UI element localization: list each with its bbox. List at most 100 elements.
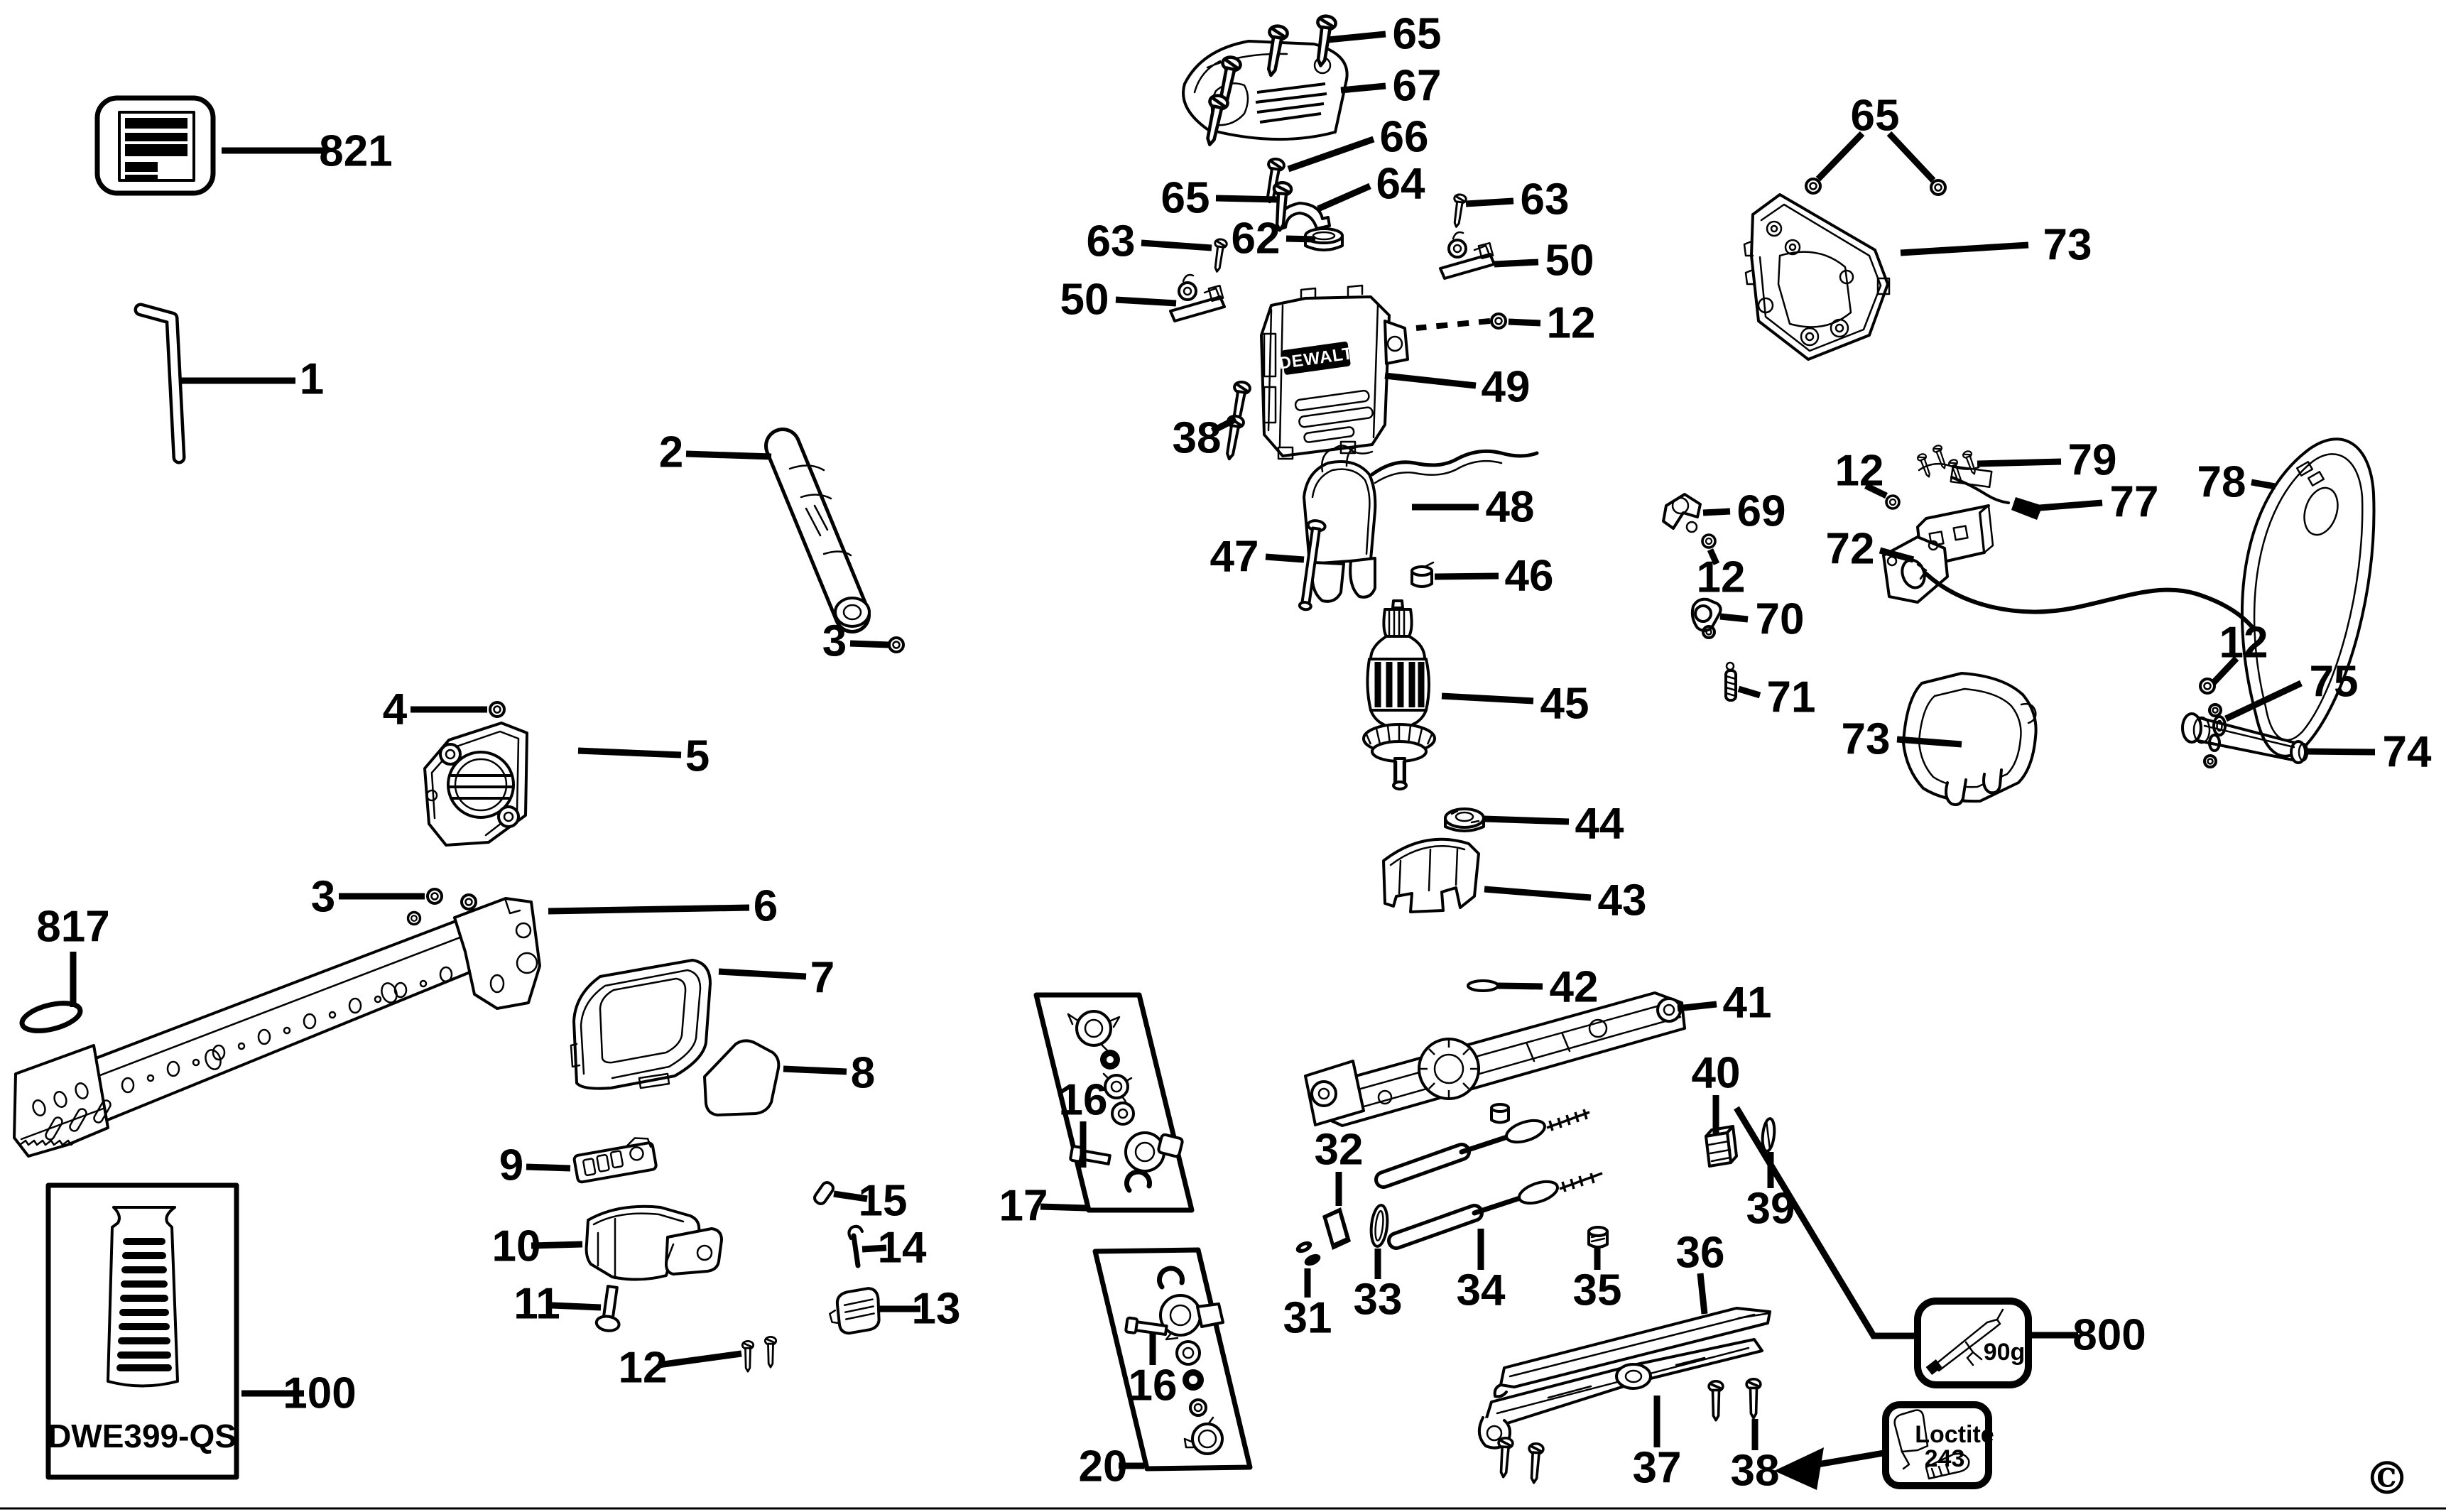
part-73-handle-lower [1902, 672, 2038, 806]
callout-label-8: 8 [851, 1049, 875, 1098]
copyright-mark: © [2364, 1452, 2410, 1506]
callout-64: 64 [1317, 160, 1425, 212]
part-40-brush [1705, 1125, 1738, 1168]
callout-label-38a: 38 [1173, 414, 1222, 463]
callout-label-42: 42 [1550, 963, 1599, 1012]
part-41-saw-head [1304, 991, 1686, 1127]
grease-gun-icon [1925, 1308, 2004, 1376]
part-42-oring [1467, 979, 1499, 992]
callout-label-7: 7 [810, 954, 835, 1003]
callout-label-33: 33 [1354, 1276, 1403, 1325]
callout-label-10: 10 [492, 1222, 541, 1271]
callout-31: 31 [1283, 1268, 1332, 1343]
part-65-washer-a [1805, 178, 1822, 195]
callout-label-13: 13 [912, 1285, 961, 1334]
part-79-screw-4 [1961, 449, 1979, 477]
callout-12e: 12 [619, 1344, 742, 1393]
loctite-arrow-head [1774, 1447, 1824, 1490]
callout-72: 72 [1826, 525, 1915, 574]
annotation-box-loctite: Loctite 243 [1882, 1401, 1994, 1489]
part-35-cap [1587, 1226, 1609, 1249]
callout-label-817: 817 [36, 903, 109, 952]
callout-9: 9 [499, 1141, 571, 1190]
callout-1: 1 [180, 355, 324, 404]
callout-label-77: 77 [2110, 478, 2159, 527]
callout-label-65b: 65 [1161, 174, 1210, 223]
loctite-arrow-line [1809, 1450, 1884, 1469]
part-2-handle-tube [764, 428, 871, 633]
callout-label-800: 800 [2072, 1311, 2146, 1360]
callout-label-5: 5 [685, 732, 710, 781]
part-12-washer-mid [1701, 533, 1717, 549]
part-14-hook-pin [847, 1224, 864, 1268]
callout-35: 35 [1573, 1246, 1622, 1315]
callout-label-37: 37 [1633, 1444, 1682, 1493]
part-37-screw-a [1494, 1436, 1515, 1479]
part-48-field [1303, 445, 1539, 603]
callout-label-36: 36 [1676, 1229, 1725, 1278]
callout-32: 32 [1315, 1126, 1363, 1206]
callout-3a: 3 [822, 617, 890, 666]
callout-label-1: 1 [300, 355, 324, 404]
callout-label-73b: 73 [1842, 715, 1891, 764]
callout-821: 821 [222, 127, 393, 176]
callout-12a: 12 [1415, 299, 1595, 348]
callout-40: 40 [1692, 1049, 1741, 1133]
loctite-screw-icon [1925, 1452, 1970, 1480]
callout-44: 44 [1484, 800, 1624, 849]
part-3-screw-b [460, 893, 477, 910]
part-70-bracket [1690, 597, 1722, 639]
callout-11: 11 [513, 1280, 602, 1329]
part-39-spring-strip [1761, 1117, 1776, 1153]
callout-label-40: 40 [1692, 1049, 1741, 1098]
callout-5: 5 [577, 732, 710, 781]
part-6-guard-bar [13, 897, 541, 1158]
callout-66: 66 [1287, 113, 1428, 173]
loctite-bottle-icon [1893, 1409, 1929, 1470]
part-49-motor-housing: DEWALT [1260, 284, 1409, 460]
part-34-adjuster-rods [1374, 1109, 1603, 1250]
part-37-blade-support [1477, 1338, 1763, 1450]
part-38-screw-a [1707, 1380, 1724, 1422]
part-15-pin [813, 1181, 835, 1205]
part-75-links [2203, 703, 2227, 768]
callout-label-11: 11 [513, 1280, 560, 1329]
callout-label-100: 100 [283, 1369, 356, 1418]
callout-label-46: 46 [1505, 552, 1554, 601]
callout-label-48: 48 [1486, 483, 1535, 532]
callout-label-17: 17 [999, 1182, 1048, 1231]
part-8-pad [703, 1039, 781, 1116]
part-43-baffle [1382, 837, 1480, 913]
callout-63a: 63 [1465, 175, 1569, 224]
callout-label-34: 34 [1457, 1266, 1506, 1315]
callout-label-43: 43 [1598, 876, 1647, 925]
part-10-shoe-bracket [585, 1204, 723, 1281]
part-12-screw-b [763, 1336, 778, 1369]
part-44-washer [1444, 807, 1485, 832]
callout-label-75: 75 [2310, 658, 2359, 707]
callout-label-70: 70 [1756, 595, 1805, 644]
part-50-brush-holder-left [1169, 273, 1226, 322]
callout-label-35: 35 [1573, 1266, 1622, 1315]
callout-label-67: 67 [1393, 62, 1442, 111]
callout-label-50a: 50 [1545, 236, 1594, 285]
callout-label-12c: 12 [1697, 553, 1746, 602]
part-47-long-screw [1298, 519, 1327, 611]
callout-14: 14 [861, 1224, 927, 1273]
callout-label-73a: 73 [2043, 221, 2092, 270]
callout-79: 79 [1977, 436, 2116, 485]
model-label: DWE399-QS [48, 1418, 237, 1454]
part-12-washer-right [1885, 494, 1901, 510]
part-33-ring [1369, 1204, 1389, 1248]
callout-38b: 38 [1731, 1419, 1779, 1496]
part-1-hex-key [134, 303, 186, 464]
callout-label-69: 69 [1737, 487, 1786, 536]
callout-16b: 16 [1129, 1332, 1177, 1410]
part-64-bearing-retainer [1276, 202, 1331, 232]
part-9-clamp [572, 1137, 658, 1184]
callout-label-64: 64 [1376, 160, 1425, 209]
callout-3b: 3 [311, 873, 425, 922]
callout-75: 75 [2224, 658, 2359, 722]
callout-17: 17 [999, 1182, 1087, 1231]
